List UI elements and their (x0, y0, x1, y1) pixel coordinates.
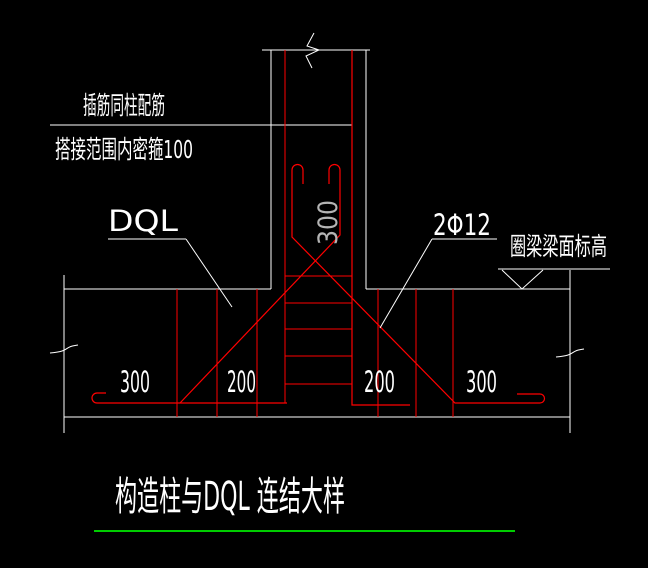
column-bar-right (351, 50, 410, 406)
break-symbol-icon (49, 344, 79, 354)
break-symbol-icon (305, 32, 321, 69)
dowel-bar-left (291, 163, 546, 404)
break-symbol-icon (555, 348, 585, 358)
leader-lines (108, 238, 497, 329)
beam-stirrups (176, 289, 454, 417)
dim-column-lap: 300 (313, 200, 344, 245)
rebar-group (91, 50, 546, 417)
label-dql: DQL (108, 204, 178, 238)
elevation-mark-icon (501, 269, 544, 290)
structure-outline (49, 32, 610, 433)
dowel-bar-right (179, 163, 341, 404)
dim-300-left: 300 (120, 365, 150, 399)
label-beam-top-elevation: 圈梁梁面标高 (510, 232, 607, 261)
note-dense-stirrups: 搭接范围内密箍100 (55, 135, 193, 164)
drawing-title: 构造柱与DQL 连结大样 (115, 474, 345, 520)
dim-300-right: 300 (466, 365, 497, 399)
dim-200-left: 200 (227, 365, 256, 399)
dim-200-right: 200 (364, 365, 395, 399)
column-stirrups (285, 275, 352, 385)
rebar-leader (379, 238, 433, 329)
label-rebar-spec: 2Φ12 (433, 208, 491, 242)
dql-leader (185, 238, 233, 308)
beam-bottom-bar (91, 392, 287, 404)
note-dowel-same-as-column: 插筋同柱配筋 (83, 91, 165, 120)
